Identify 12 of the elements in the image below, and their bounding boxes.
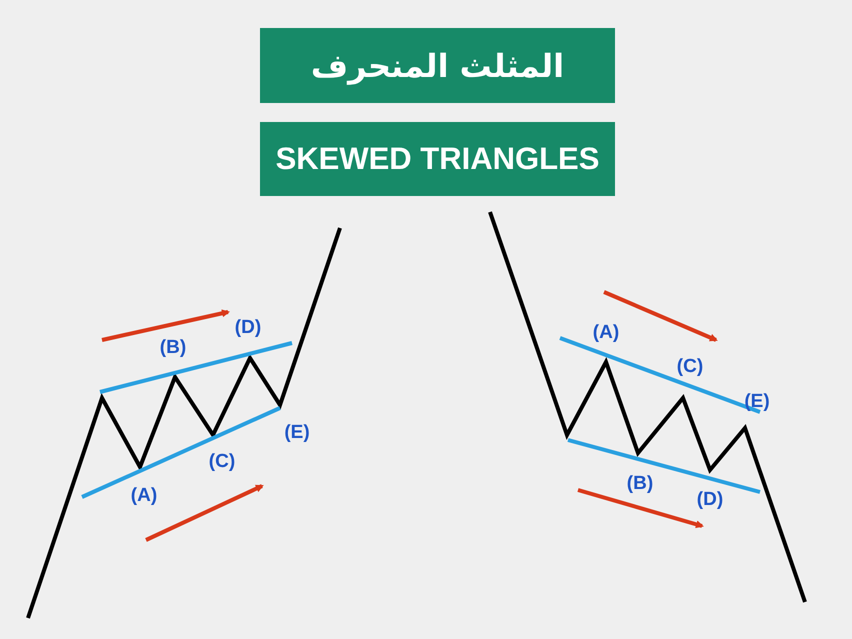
- point-label: (E): [284, 422, 310, 444]
- point-label: (B): [626, 473, 654, 495]
- point-label: (E): [744, 391, 770, 413]
- point-label: (A): [130, 485, 158, 507]
- point-label: (D): [234, 317, 262, 339]
- subtitle: SKEWED TRIANGLES: [260, 122, 615, 196]
- title: المثلث المنحرف: [260, 28, 615, 103]
- point-label: (B): [160, 337, 186, 359]
- point-label: (A): [592, 322, 620, 344]
- point-label: (D): [696, 489, 724, 511]
- point-label: (C): [676, 356, 704, 378]
- point-label: (C): [208, 451, 236, 473]
